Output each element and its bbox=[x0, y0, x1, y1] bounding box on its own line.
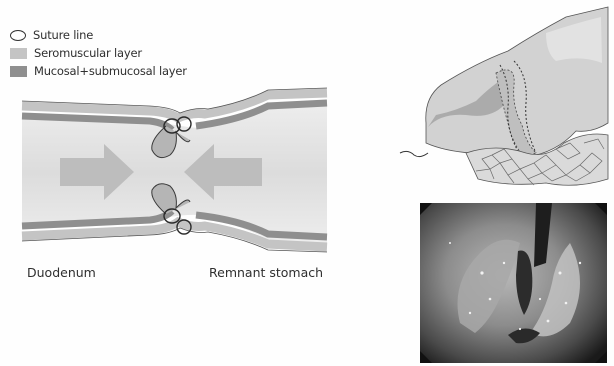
duodenum-label: Duodenum bbox=[27, 265, 96, 280]
surgical-illustration bbox=[396, 3, 610, 190]
endoscopic-photo bbox=[420, 203, 607, 363]
remnant-stomach-label: Remnant stomach bbox=[209, 265, 323, 280]
suture-thread-tail bbox=[400, 151, 428, 156]
